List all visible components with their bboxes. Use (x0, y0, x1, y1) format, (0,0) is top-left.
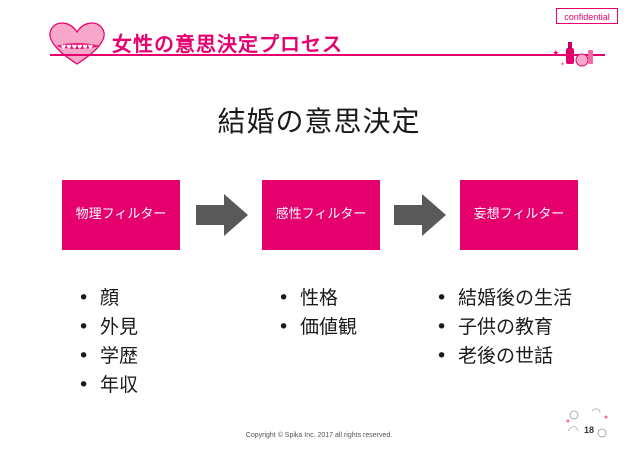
flower-decoration-icon (566, 408, 608, 438)
list-item: •性格 (278, 287, 339, 309)
main-title: 結婚の意思決定 (217, 105, 421, 138)
sensibility-filter-box: 感性フィルター (262, 180, 380, 250)
list-item: •外見 (78, 316, 139, 338)
fantasy-criteria-list: •結婚後の生活 •子供の教育 •老後の世話 (436, 284, 572, 371)
confidential-badge: confidential (556, 8, 618, 24)
heart-logo-icon: ♥♥♥♥♥♥ (49, 22, 105, 65)
list-item: •価値観 (278, 316, 358, 338)
list-item: •老後の世話 (436, 345, 554, 367)
physical-filter-box: 物理フィルター (62, 180, 180, 250)
sensibility-criteria-list: •性格 •価値観 (278, 284, 357, 342)
cosmetics-decoration-icon: ✦ ✦ (552, 42, 593, 68)
arrow-right-icon (196, 194, 248, 236)
physical-criteria-list: •顔 •外見 •学歴 •年収 (78, 284, 138, 400)
svg-text:✦: ✦ (552, 49, 560, 59)
fantasy-filter-box: 妄想フィルター (460, 180, 578, 250)
page-number: 18 (583, 425, 594, 435)
arrow-right-icon (394, 194, 446, 236)
svg-text:♥♥♥♥♥♥: ♥♥♥♥♥♥ (61, 44, 93, 51)
header-divider (50, 54, 605, 56)
page-header-title: 女性の意思決定プロセス (112, 32, 343, 56)
list-item: •子供の教育 (436, 316, 554, 338)
list-item: •結婚後の生活 (436, 287, 573, 309)
svg-text:✦: ✦ (560, 61, 565, 68)
list-item: •顔 (78, 287, 120, 309)
copyright-text: Copyright © Spika Inc. 2017 all rights r… (245, 432, 393, 439)
list-item: •年収 (78, 374, 139, 396)
list-item: •学歴 (78, 345, 139, 367)
